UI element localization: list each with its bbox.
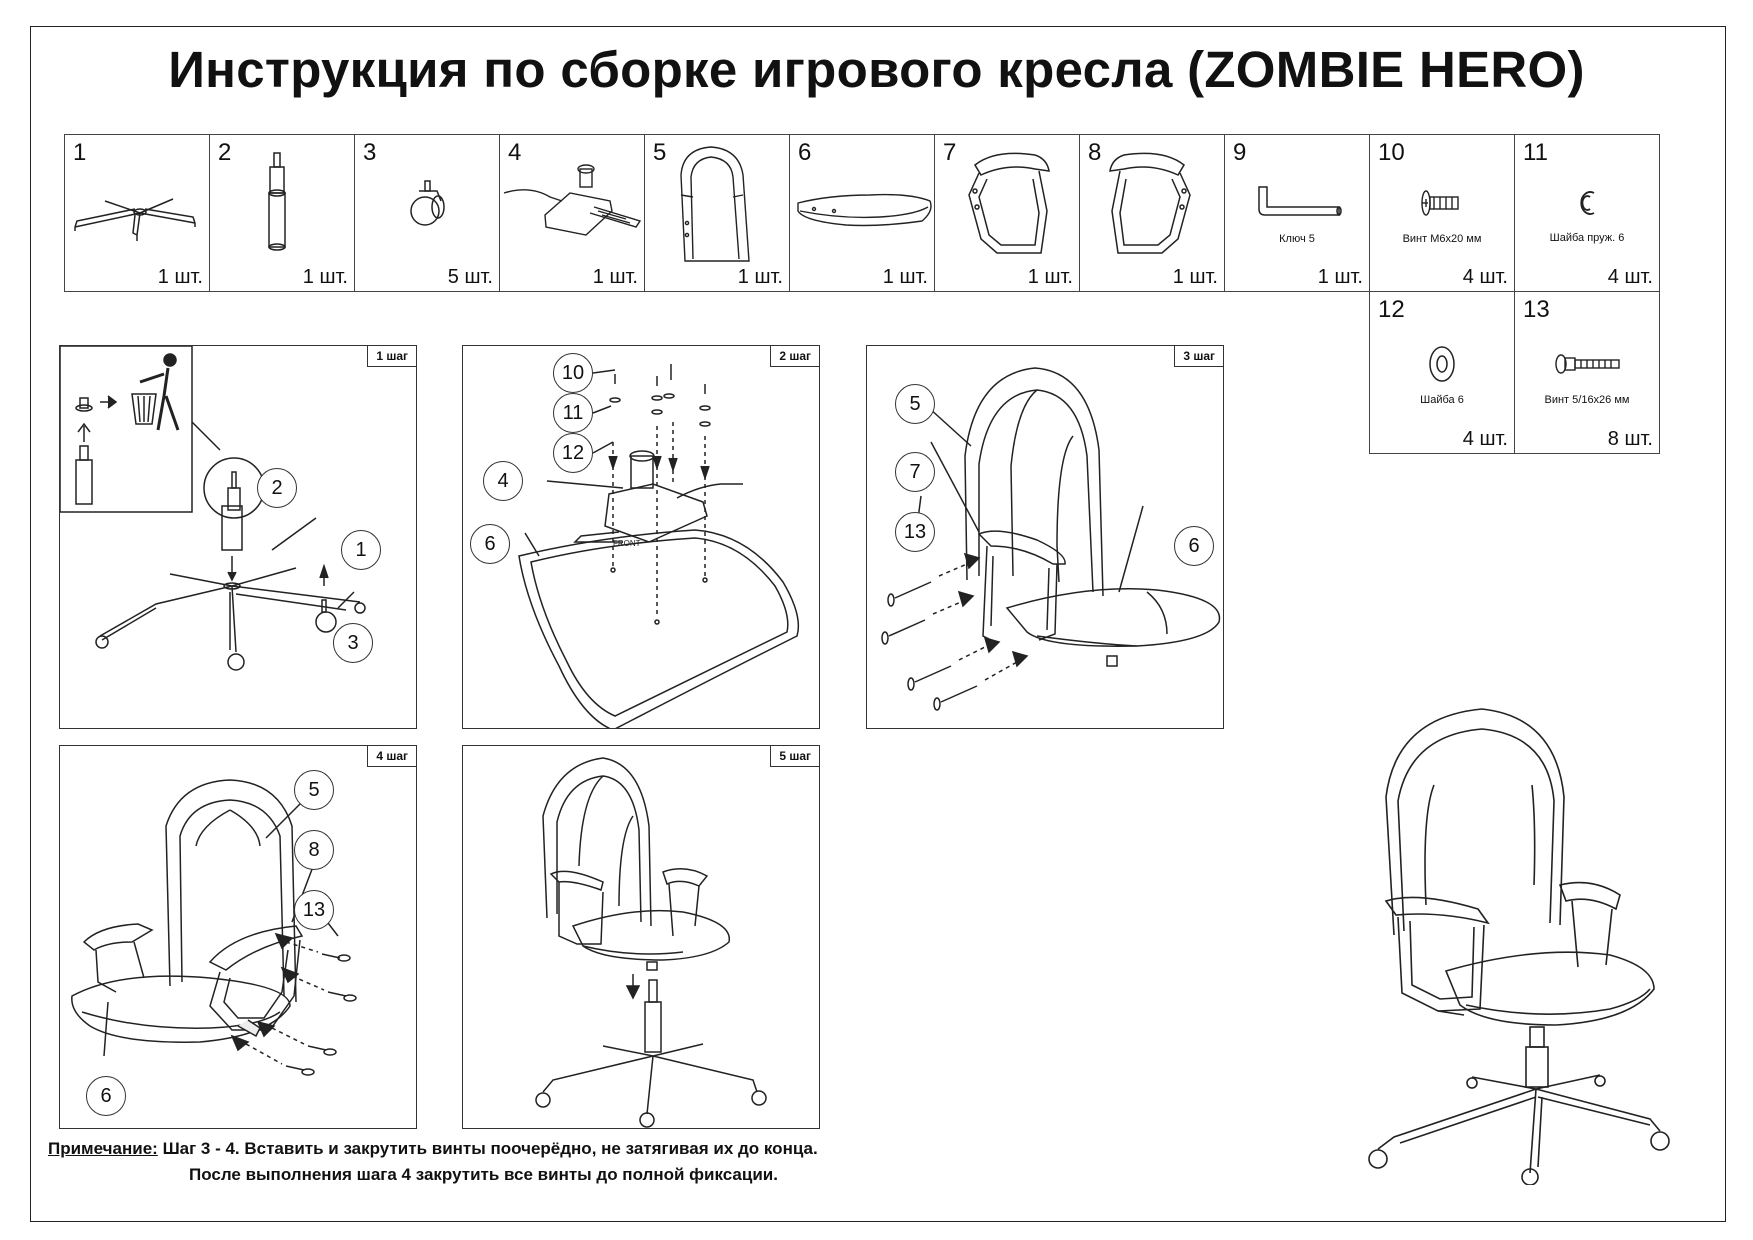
part-cell-11: 11 Шайба пруж. 6 4 шт. — [1514, 134, 1660, 292]
callout-4: 4 — [483, 461, 523, 501]
tilt-mechanism-icon — [503, 164, 642, 236]
callout-6: 6 — [86, 1076, 126, 1116]
callout-12: 12 — [553, 433, 593, 473]
part-quantity: 8 шт. — [1607, 428, 1653, 450]
note-label: Примечание: — [48, 1139, 158, 1158]
backrest-icon — [680, 146, 750, 262]
part-number: 3 — [363, 139, 377, 166]
note-line-2: После выполнения шага 4 закрутить все ви… — [189, 1165, 778, 1184]
part-quantity: 1 шт. — [157, 266, 203, 288]
callout-6: 6 — [1174, 526, 1214, 566]
part-cell-13: 13 Винт 5/16х26 мм 8 шт. — [1514, 291, 1660, 454]
armrest-left-icon — [968, 152, 1050, 254]
part-cell-4: 4 1 шт. — [499, 134, 645, 292]
step-5-illustration — [535, 757, 767, 1128]
gas-lift-icon — [268, 152, 286, 251]
part-cell-5: 5 1 шт. — [644, 134, 790, 292]
step-label: 2 шаг — [770, 346, 819, 367]
callout-2: 2 — [257, 468, 297, 508]
callout-6: 6 — [470, 524, 510, 564]
hex-key-icon — [1258, 186, 1342, 216]
star-base-icon — [74, 198, 196, 241]
part-cell-7: 7 1 шт. — [934, 134, 1080, 292]
part-name: Винт М6х20 мм — [1402, 233, 1482, 245]
part-quantity: 1 шт. — [737, 266, 783, 288]
page-border — [30, 26, 1726, 1222]
part-cell-1: 1 1 шт. — [64, 134, 210, 292]
part-cell-12: 12 Шайба 6 4 шт. — [1369, 291, 1515, 454]
step-4-panel: 4 шаг — [59, 745, 417, 1129]
step-2-illustration: FRONT — [518, 364, 800, 728]
part-quantity: 1 шт. — [1027, 266, 1073, 288]
part-number: 6 — [798, 139, 812, 166]
step-label: 5 шаг — [770, 746, 819, 767]
part-name: Ключ 5 — [1279, 233, 1315, 245]
part-name: Шайба 6 — [1420, 394, 1464, 406]
part-number: 5 — [653, 139, 667, 166]
assembly-note: Примечание: Шаг 3 - 4. Вставить и закрут… — [48, 1136, 818, 1188]
part-quantity: 1 шт. — [1317, 266, 1363, 288]
part-quantity: 4 шт. — [1607, 266, 1653, 288]
callout-5: 5 — [895, 384, 935, 424]
front-label: FRONT — [613, 539, 641, 548]
part-cell-8: 8 1 шт. — [1079, 134, 1225, 292]
step-2-panel: 2 шаг FRONT — [462, 345, 820, 729]
step-3-illustration — [881, 367, 1221, 711]
part-cell-9: 9 Ключ 5 1 шт. — [1224, 134, 1370, 292]
page-title: Инструкция по сборке игрового кресла (ZO… — [168, 41, 1585, 98]
callout-10: 10 — [553, 353, 593, 393]
part-number: 8 — [1088, 139, 1102, 166]
part-quantity: 1 шт. — [882, 266, 928, 288]
screw-516-icon — [1555, 354, 1620, 374]
spring-washer-icon — [1580, 191, 1595, 215]
part-quantity: 4 шт. — [1462, 428, 1508, 450]
part-number: 12 — [1378, 296, 1405, 323]
part-cell-3: 3 5 шт. — [354, 134, 500, 292]
part-number: 11 — [1523, 139, 1548, 166]
seat-icon — [797, 193, 932, 227]
part-number: 10 — [1378, 139, 1405, 166]
part-quantity: 1 шт. — [1172, 266, 1218, 288]
step-1-panel: 1 шаг — [59, 345, 417, 729]
part-cell-10: 10 Винт М6х20 мм 4 шт. — [1369, 134, 1515, 292]
part-quantity: 1 шт. — [302, 266, 348, 288]
step-label: 1 шаг — [367, 346, 416, 367]
part-number: 13 — [1523, 296, 1550, 323]
part-quantity: 5 шт. — [447, 266, 493, 288]
step-5-panel: 5 шаг — [462, 745, 820, 1129]
callout-1: 1 — [341, 530, 381, 570]
part-number: 4 — [508, 139, 522, 166]
flat-washer-icon — [1429, 346, 1455, 382]
assembled-chair-illustration — [1368, 708, 1670, 1185]
part-cell-2: 2 1 шт. — [209, 134, 355, 292]
screw-m6-icon — [1421, 190, 1459, 216]
step-label: 4 шаг — [367, 746, 416, 767]
part-quantity: 1 шт. — [592, 266, 638, 288]
callout-13: 13 — [294, 890, 334, 930]
note-line-1: Шаг 3 - 4. Вставить и закрутить винты по… — [162, 1139, 818, 1158]
part-quantity: 4 шт. — [1462, 266, 1508, 288]
part-number: 9 — [1233, 139, 1247, 166]
callout-7: 7 — [895, 452, 935, 492]
armrest-right-icon — [1109, 152, 1191, 254]
step-3-panel: 3 шаг — [866, 345, 1224, 729]
part-number: 1 — [73, 139, 87, 166]
step-4-illustration — [71, 779, 357, 1076]
part-name: Винт 5/16х26 мм — [1544, 394, 1630, 406]
part-number: 7 — [943, 139, 957, 166]
callout-13: 13 — [895, 512, 935, 552]
callout-11: 11 — [553, 393, 593, 433]
step-label: 3 шаг — [1174, 346, 1223, 367]
part-number: 2 — [218, 139, 232, 166]
callout-3: 3 — [333, 623, 373, 663]
part-name: Шайба пруж. 6 — [1549, 232, 1625, 244]
step-1-illustration — [60, 346, 366, 671]
callout-5: 5 — [294, 770, 334, 810]
caster-wheel-icon — [410, 180, 445, 226]
callout-8: 8 — [294, 830, 334, 870]
part-cell-6: 6 1 шт. — [789, 134, 935, 292]
